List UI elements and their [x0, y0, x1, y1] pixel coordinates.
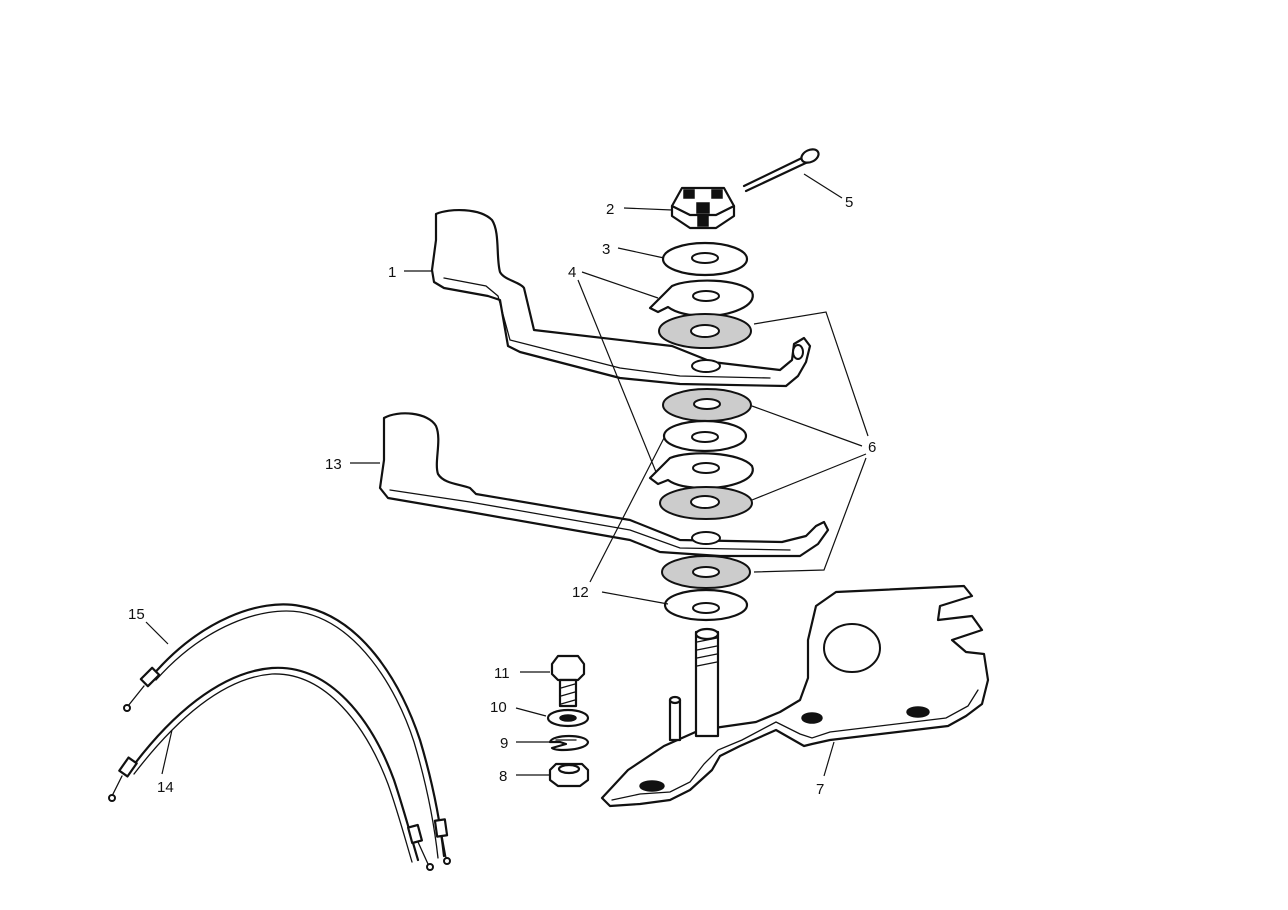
callout-4: 4: [568, 264, 576, 281]
small-flat-washer: [546, 708, 590, 728]
tab-washer-upper: [648, 279, 754, 318]
callout-6: 6: [868, 439, 876, 456]
callout-13: 13: [325, 456, 342, 473]
control-cable-lower: [108, 666, 434, 871]
callout-14: 14: [157, 779, 174, 796]
callout-9: 9: [500, 735, 508, 752]
flat-washer-bottom: [663, 588, 749, 622]
leader-lines: [145, 173, 869, 777]
bolt: [550, 654, 586, 708]
callout-1: 1: [388, 264, 396, 281]
flat-washer-middle: [662, 419, 748, 453]
callout-7: 7: [816, 781, 824, 798]
friction-disc-1: [658, 313, 752, 349]
friction-disc-2: [662, 388, 752, 422]
callout-3: 3: [602, 241, 610, 258]
castle-nut: [670, 186, 736, 230]
lock-washer: [548, 734, 590, 752]
callout-labels: 1 2 3 4 5 6 7 8 9 10 11 12 13 14 15: [128, 194, 876, 798]
cotter-pin: [742, 148, 820, 193]
control-cable-upper: [123, 603, 451, 865]
callout-5: 5: [845, 194, 853, 211]
callout-10: 10: [490, 699, 507, 716]
callout-2: 2: [606, 201, 614, 218]
friction-disc-3: [659, 486, 753, 520]
tab-washer-lower: [648, 452, 754, 490]
mounting-bracket: [600, 584, 990, 808]
callout-8: 8: [499, 768, 507, 785]
lower-control-lever: [378, 412, 830, 558]
friction-disc-4: [661, 555, 751, 589]
callout-15: 15: [128, 606, 145, 623]
callout-11: 11: [494, 665, 510, 682]
flat-washer-top: [661, 241, 749, 277]
callout-12: 12: [572, 584, 589, 601]
upper-control-lever: [430, 208, 812, 388]
hex-nut: [548, 762, 590, 788]
